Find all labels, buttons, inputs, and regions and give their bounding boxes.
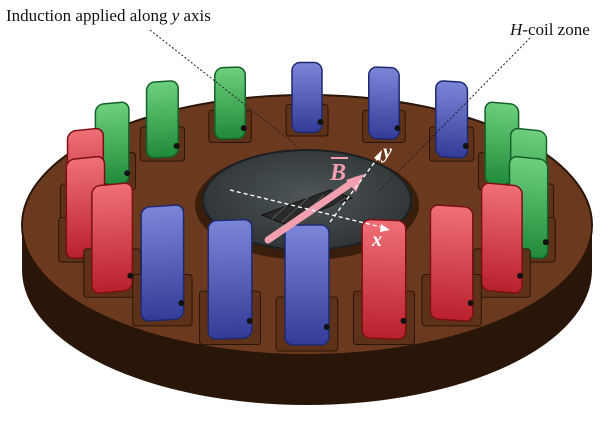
hcoil-leader-line (379, 37, 531, 191)
coil-red (352, 218, 415, 346)
coil-plate-blue (367, 66, 400, 140)
coil-plate-blue (284, 224, 330, 346)
coil-plate-green (145, 80, 179, 159)
bolt-hole (173, 142, 180, 149)
induction-axis: y (171, 6, 180, 25)
bolt-hole (394, 125, 401, 132)
induction-label: Induction applied along y axis (6, 6, 211, 26)
coil-plate-blue (140, 204, 185, 322)
hcoil-suffix: -coil zone (522, 20, 590, 39)
coil-plate-red (429, 204, 474, 322)
coil-blue (362, 66, 406, 143)
induction-prefix: Induction applied along (6, 6, 172, 25)
coil-plate-blue (435, 80, 469, 159)
bolt-hole (400, 317, 407, 324)
bolt-hole (462, 142, 469, 149)
coil-blue (285, 61, 329, 137)
coil-plate-blue (291, 61, 323, 134)
induction-suffix: axis (179, 6, 211, 25)
coil-blue (199, 218, 262, 346)
coil-red (83, 182, 141, 298)
bolt-hole (323, 324, 330, 330)
hcoil-zone-label: H-coil zone (510, 20, 590, 40)
bolt-hole (124, 170, 131, 177)
coil-group (58, 61, 556, 352)
bolt-hole (517, 272, 524, 279)
x-axis-line (229, 189, 386, 229)
x-axis-arrowhead (380, 224, 390, 232)
hcoil-symbol: H (510, 20, 523, 39)
y-axis-label: y (381, 141, 392, 163)
bolt-hole (467, 300, 474, 307)
x-axis-label: x (371, 229, 382, 251)
field-vector-arrowhead (346, 174, 364, 192)
coil-blue (428, 80, 475, 162)
coil-blue (132, 204, 193, 327)
coil-plate-blue (207, 218, 253, 340)
bolt-hole (178, 300, 185, 307)
core-side-wall (22, 225, 592, 405)
coil-plate-red (91, 182, 134, 294)
coil-red (473, 182, 531, 298)
coil-blue (275, 224, 339, 352)
y-axis-arrowhead (374, 150, 382, 161)
bolt-hole (542, 239, 549, 246)
bolt-hole (246, 317, 253, 324)
coil-red (421, 204, 482, 327)
coil-plate-red (361, 218, 407, 340)
coil-plate-green (214, 66, 247, 140)
coil-green (139, 80, 186, 162)
coil-plate-red (480, 182, 523, 294)
field-vector-label: B (329, 160, 346, 186)
bolt-hole (317, 119, 324, 125)
coil-green (208, 66, 252, 143)
bolt-hole (240, 125, 247, 132)
bolt-hole (127, 272, 134, 279)
sample-area: y x B (229, 141, 392, 251)
